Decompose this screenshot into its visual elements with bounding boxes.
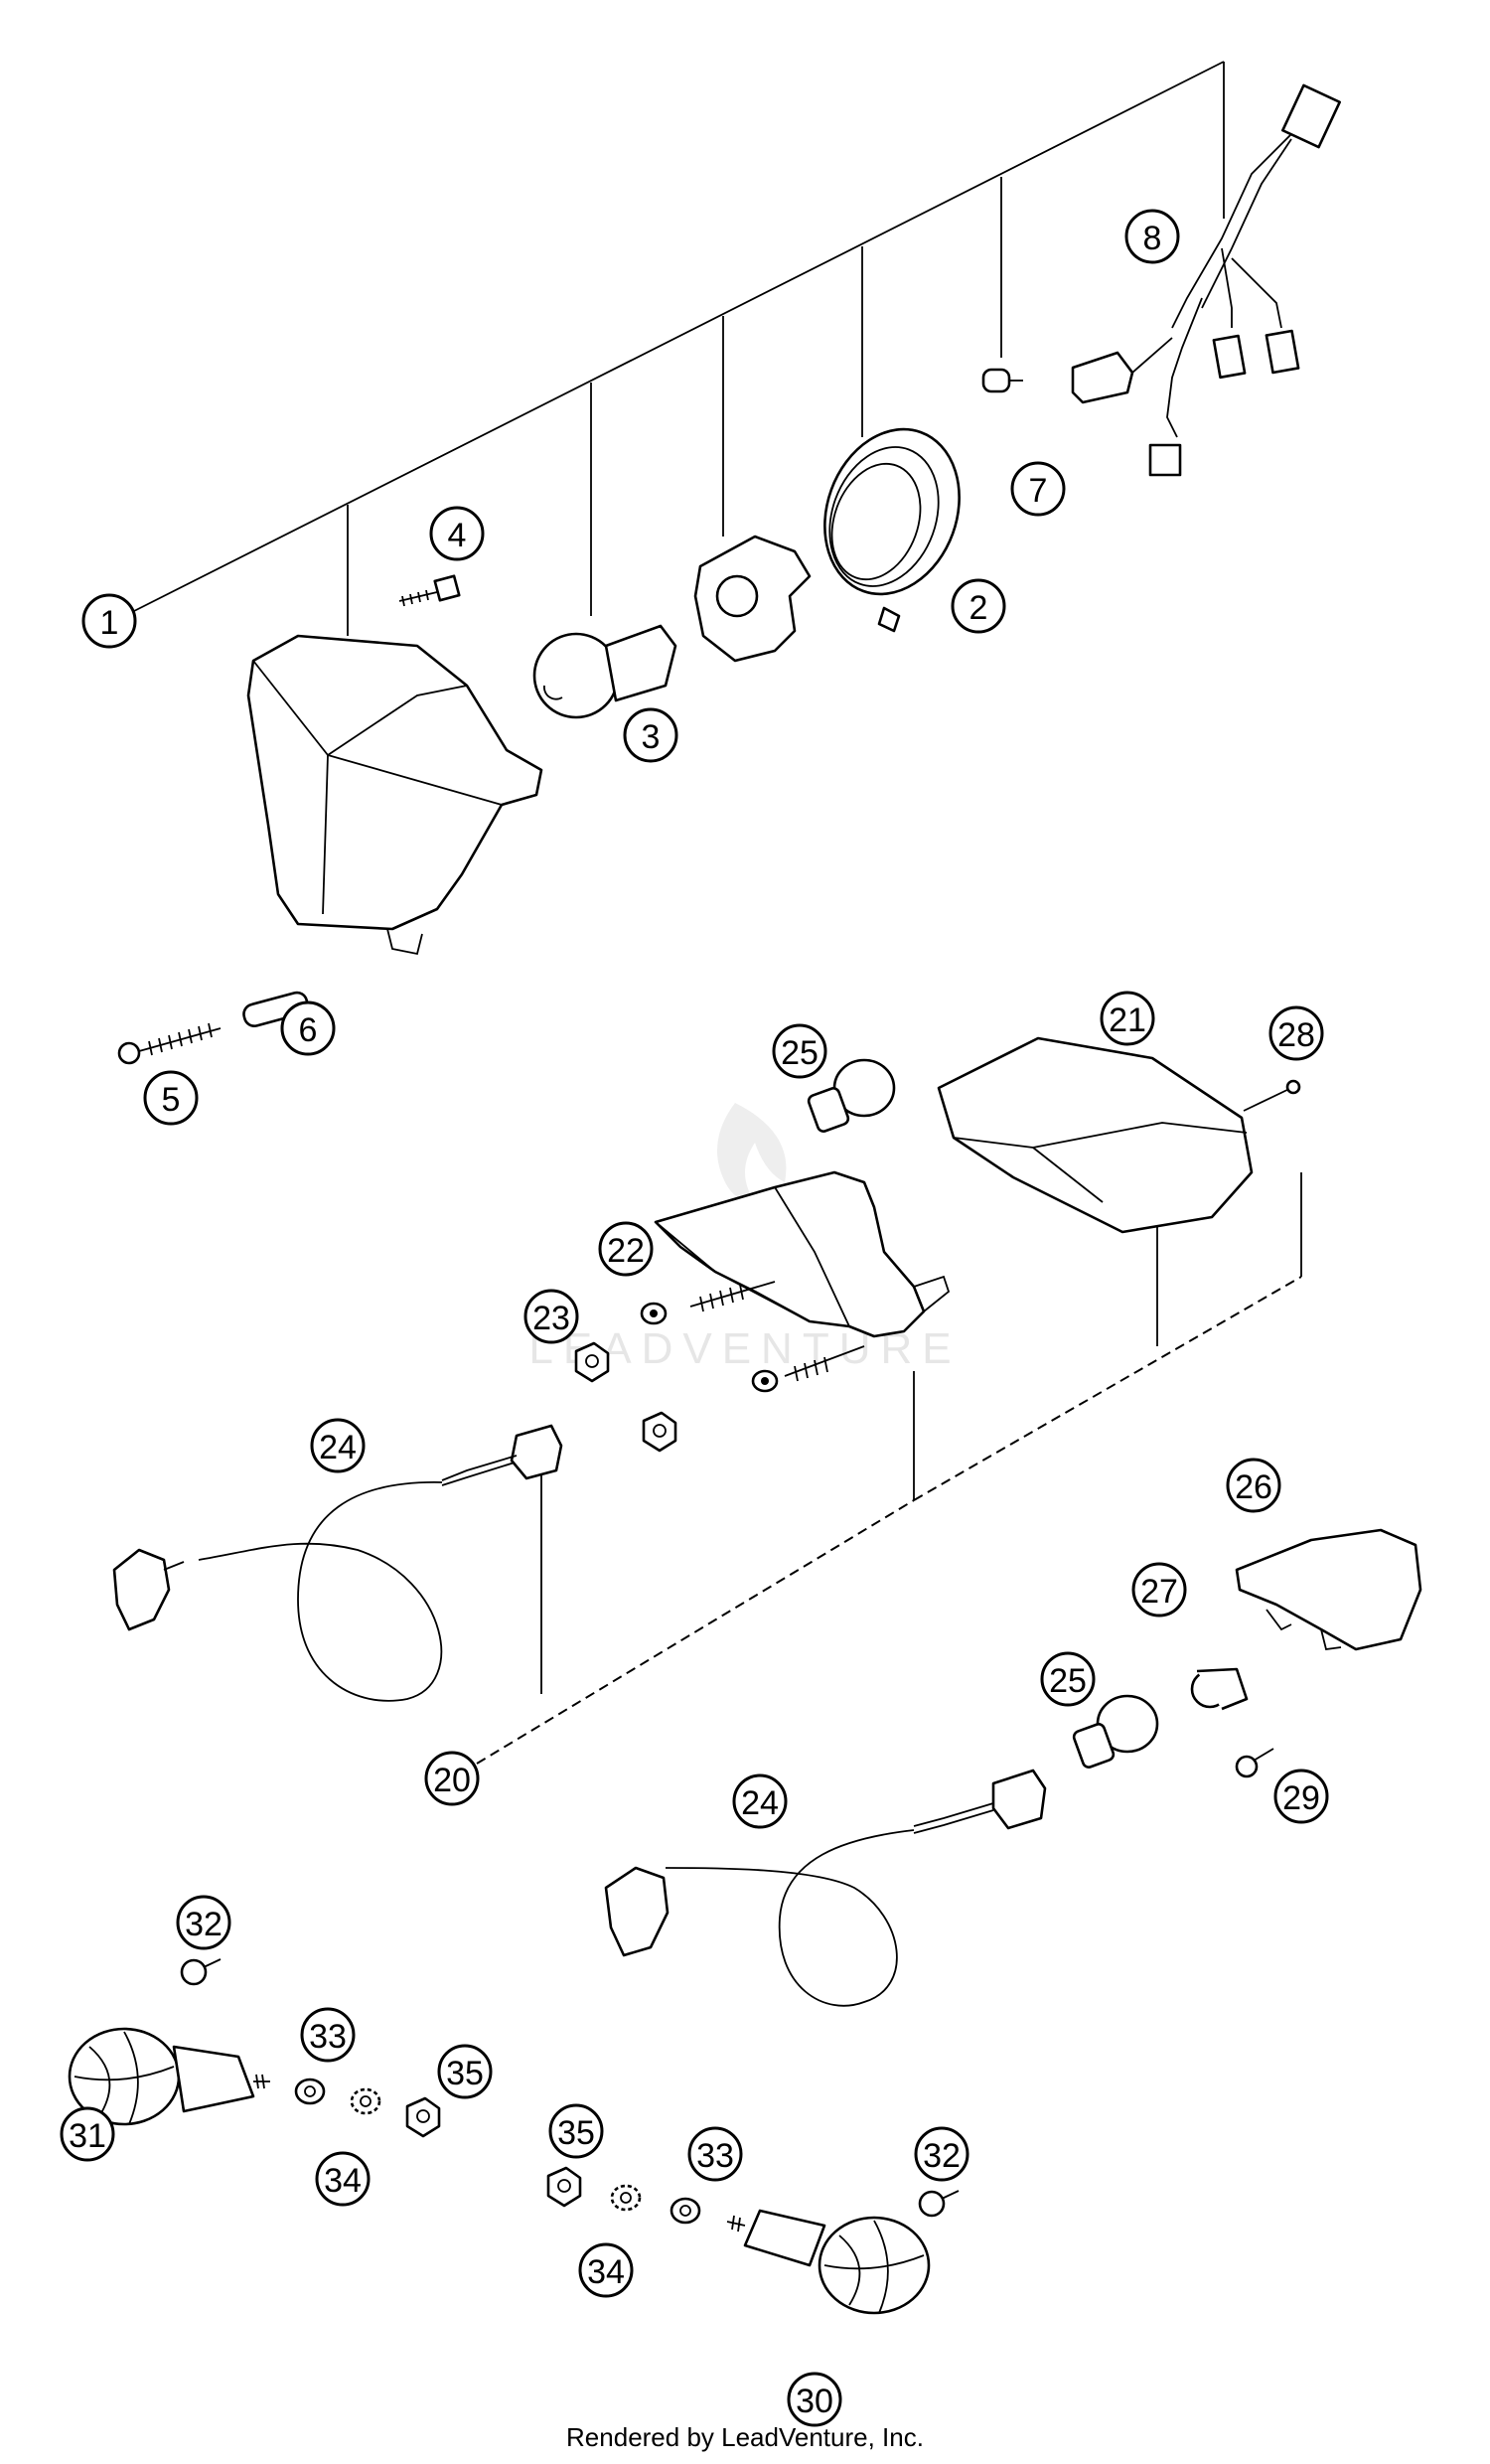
leader-lines-headlight [133, 61, 1225, 636]
callout-2: 2 [951, 578, 1006, 634]
callout-28: 28 [1268, 1005, 1324, 1061]
callout-22: 22 [598, 1221, 654, 1277]
footer-credit: Rendered by LeadVenture, Inc. [566, 2422, 924, 2452]
headlight-housing [246, 634, 543, 956]
tail-light-body [654, 1170, 951, 1338]
svg-text:23: 23 [532, 1300, 570, 1337]
lock-washer-part-34-right [610, 2184, 642, 2212]
svg-text:27: 27 [1140, 1573, 1178, 1611]
nut-part-23 [574, 1341, 677, 1453]
wire-part-24-upper [112, 1424, 563, 1702]
indicator-part-30 [726, 2209, 931, 2315]
callout-25-upper: 25 [772, 1023, 827, 1079]
svg-text:4: 4 [448, 517, 467, 554]
washer-part-22 [640, 1302, 779, 1393]
callout-7: 7 [1010, 461, 1066, 517]
tail-bulb-part-25-upper [807, 1058, 896, 1133]
callout-33-left: 33 [300, 2007, 356, 2063]
callout-30: 30 [787, 2372, 842, 2427]
svg-text:1: 1 [100, 604, 119, 642]
svg-text:32: 32 [923, 2137, 961, 2175]
svg-text:2: 2 [969, 589, 988, 627]
svg-text:35: 35 [557, 2114, 595, 2152]
callout-20: 20 [424, 1751, 480, 1806]
svg-text:33: 33 [309, 2018, 347, 2056]
bulb-part-3 [532, 624, 677, 719]
wire-part-24-lower [604, 1769, 1047, 2007]
callout-23: 23 [523, 1289, 579, 1344]
callout-32-left: 32 [176, 1895, 231, 1950]
callout-32-right: 32 [914, 2126, 969, 2182]
svg-text:28: 28 [1277, 1016, 1315, 1054]
callout-24-upper: 24 [310, 1418, 366, 1473]
svg-text:25: 25 [781, 1034, 819, 1072]
wiring-harness-part-8 [1071, 83, 1341, 477]
svg-text:29: 29 [1282, 1779, 1320, 1817]
nut-part-35-right [546, 2166, 582, 2208]
svg-text:26: 26 [1235, 1468, 1272, 1506]
callout-31: 31 [60, 2106, 115, 2162]
callout-21: 21 [1100, 991, 1155, 1046]
svg-text:34: 34 [324, 2162, 362, 2200]
screw-part-29 [1235, 1748, 1274, 1778]
callout-27: 27 [1131, 1562, 1187, 1617]
callout-24-lower: 24 [732, 1773, 788, 1829]
callout-4: 4 [429, 506, 485, 561]
callout-35-right: 35 [548, 2103, 604, 2159]
tail-lens-part-21 [937, 1036, 1254, 1234]
svg-text:20: 20 [433, 1762, 471, 1799]
svg-text:32: 32 [185, 1906, 223, 1943]
svg-text:5: 5 [162, 1081, 181, 1119]
screw-part-4 [398, 574, 461, 607]
screw-part-32-left [180, 1958, 222, 1986]
lock-washer-part-34-left [350, 2087, 381, 2115]
svg-text:21: 21 [1109, 1001, 1146, 1039]
callout-25-lower: 25 [1040, 1651, 1096, 1707]
svg-text:25: 25 [1049, 1662, 1087, 1700]
callout-8: 8 [1124, 209, 1180, 264]
small-bulb-part-7 [981, 368, 1023, 393]
leader-lines-taillight [476, 1153, 1302, 1765]
callout-33-right: 33 [687, 2126, 743, 2182]
svg-text:34: 34 [587, 2253, 625, 2291]
svg-text:3: 3 [642, 718, 661, 756]
washer-part-33-right [670, 2197, 701, 2225]
svg-text:35: 35 [446, 2055, 484, 2092]
svg-text:24: 24 [319, 1429, 357, 1466]
svg-text:30: 30 [796, 2383, 833, 2420]
license-cover-part-26 [1235, 1528, 1422, 1651]
bolt-part-5 [117, 1022, 222, 1065]
indicator-part-31 [68, 2027, 270, 2126]
bulb-holder-plate [693, 535, 812, 663]
callout-6: 6 [280, 1001, 336, 1056]
svg-text:33: 33 [696, 2137, 734, 2175]
rubber-boot-part-2 [823, 427, 961, 633]
svg-text:7: 7 [1029, 472, 1048, 510]
callout-34-left: 34 [315, 2151, 371, 2207]
callout-29: 29 [1273, 1769, 1329, 1824]
spacer-part-6 [242, 991, 309, 1027]
callout-35-left: 35 [437, 2044, 493, 2099]
callout-34-right: 34 [578, 2242, 634, 2298]
callout-5: 5 [143, 1070, 199, 1126]
lamp-socket-part-27 [1190, 1667, 1249, 1711]
svg-text:31: 31 [69, 2117, 106, 2155]
screw-part-32-right [918, 2190, 960, 2218]
callout-1: 1 [81, 593, 137, 649]
svg-text:24: 24 [741, 1784, 779, 1822]
svg-text:22: 22 [607, 1232, 645, 1270]
nut-part-35-left [405, 2096, 441, 2138]
screw-part-28 [1243, 1079, 1301, 1112]
tail-bulb-part-25-lower [1072, 1694, 1159, 1769]
callout-26: 26 [1226, 1458, 1281, 1513]
callout-3: 3 [623, 707, 678, 763]
svg-text:8: 8 [1143, 220, 1162, 257]
stud-part-22 [689, 1281, 865, 1382]
svg-text:6: 6 [299, 1011, 318, 1049]
washer-part-33-left [294, 2078, 326, 2105]
